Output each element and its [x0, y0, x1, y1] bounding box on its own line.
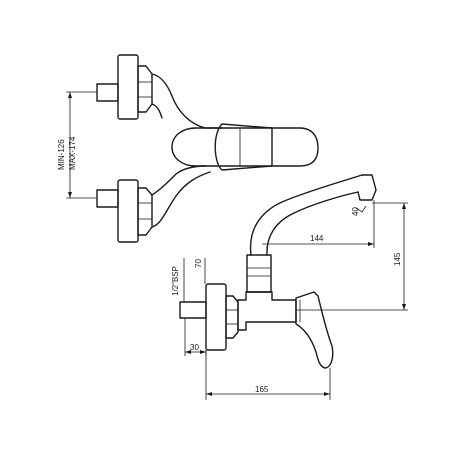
dimension-70-label: 70	[194, 259, 203, 268]
lower-arm-outer	[151, 171, 211, 228]
upper-arm	[151, 73, 223, 129]
side-flange	[205, 283, 227, 351]
dimension-165-label: 165	[255, 385, 269, 394]
side-hex-nut	[225, 295, 239, 339]
lower-arm	[151, 165, 207, 196]
spout-outer	[249, 174, 363, 256]
lower-inlet-pipe	[96, 189, 119, 208]
lower-hex-nut	[137, 187, 153, 236]
dimension-30-label: 30	[190, 343, 199, 352]
top-handle-base	[214, 123, 273, 171]
dimension-40-label: 40	[351, 207, 360, 216]
side-inlet-pipe	[179, 301, 207, 319]
dimension-144-label: 144	[310, 234, 324, 243]
upper-inlet-pipe	[96, 83, 119, 102]
mixer-body	[237, 291, 297, 331]
dimension-40-mark	[355, 205, 367, 213]
top-handle	[171, 127, 319, 167]
spout-inner	[266, 191, 359, 256]
dimension-bsp-label: 1/2"BSP	[171, 266, 180, 296]
dimension-145-label: 145	[393, 252, 402, 266]
dimension-max-label: MAX-174	[68, 136, 77, 170]
upper-hex-nut	[137, 65, 153, 113]
top-view: MIN-126 MAX-174	[57, 54, 319, 243]
spout-riser	[246, 254, 272, 293]
lower-flange	[117, 179, 139, 243]
side-lever-handle	[295, 291, 334, 369]
side-view: 144 145 40 70 1/2"BSP 30 165	[171, 174, 408, 400]
spout-tip	[357, 174, 377, 201]
upper-flange	[117, 54, 139, 120]
upper-arm-inner	[151, 103, 163, 119]
dimension-min-label: MIN-126	[57, 139, 66, 170]
